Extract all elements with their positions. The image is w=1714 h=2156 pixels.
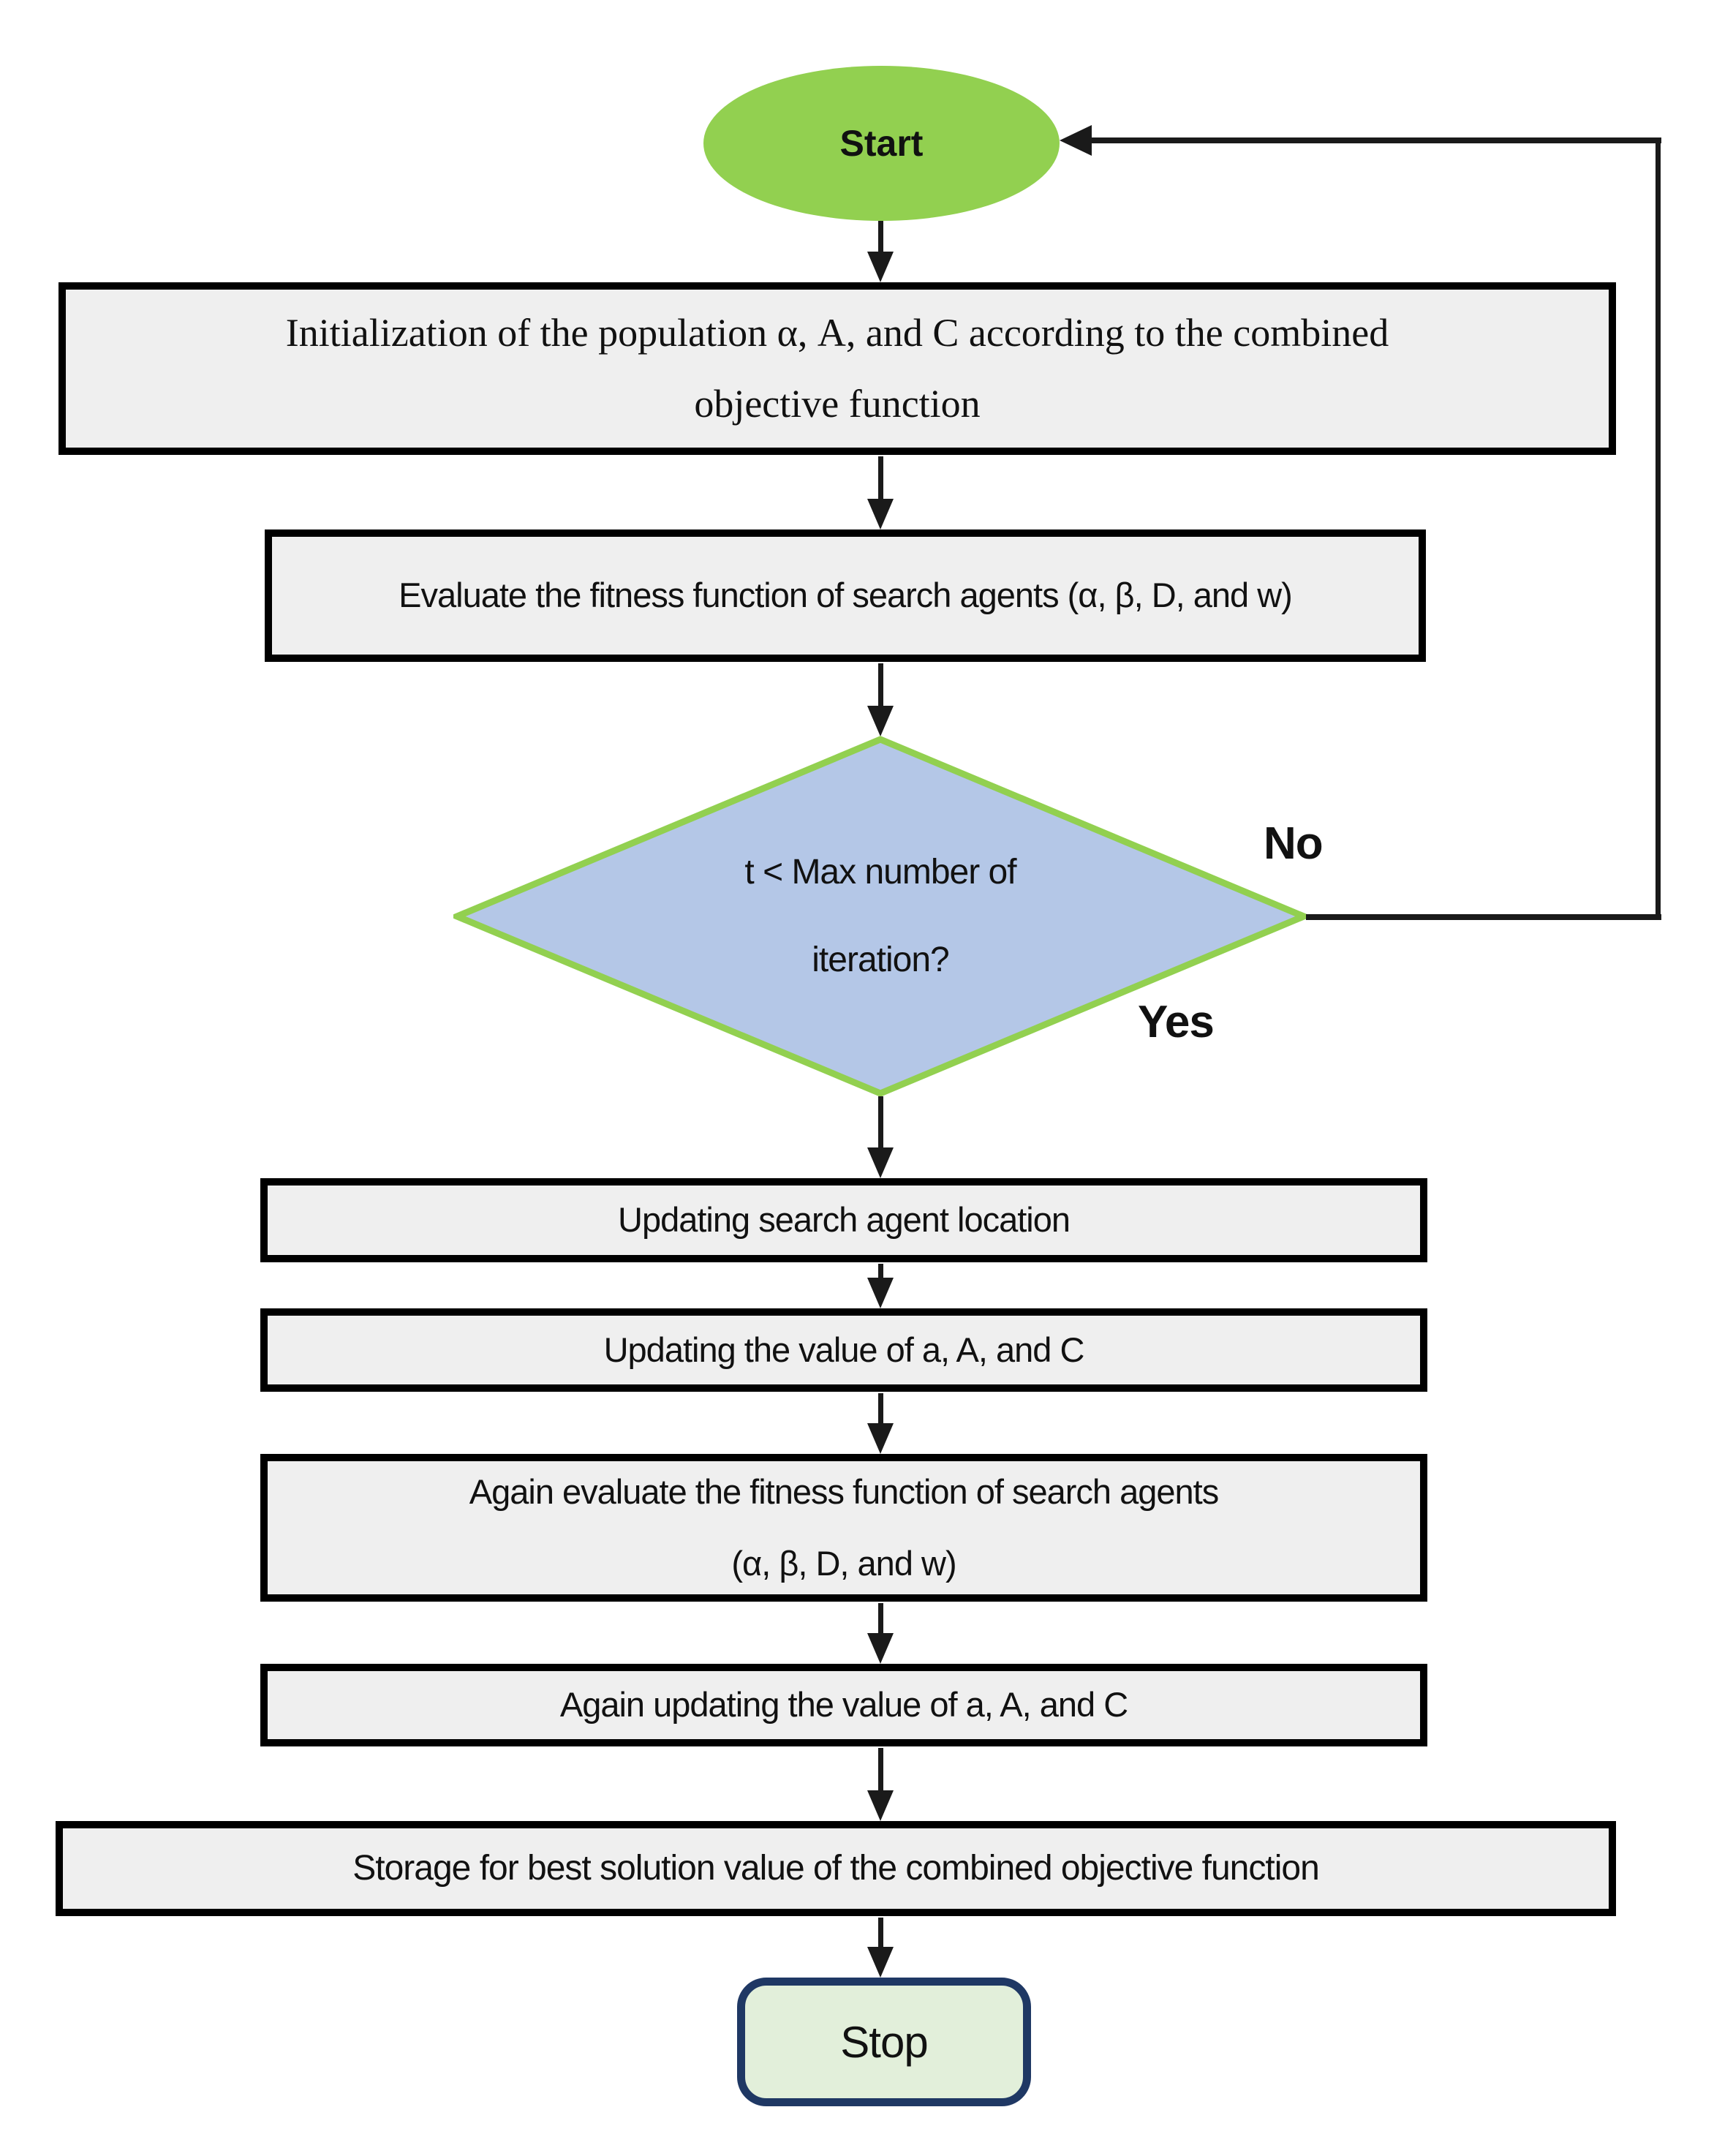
arrow-update-values-to-again-evaluate-head xyxy=(867,1423,894,1454)
stop-label: Stop xyxy=(840,2017,928,2067)
process-again-evaluate-line2: (α, β, D, and w) xyxy=(731,1544,956,1583)
decision-label-line2: iteration? xyxy=(812,941,949,979)
arrow-storage-to-stop-line xyxy=(878,1918,883,1948)
process-update-values: Updating the value of a, A, and C xyxy=(260,1308,1427,1392)
process-evaluate-fitness-text: Evaluate the fitness function of search … xyxy=(399,576,1293,615)
decision-diamond-shape xyxy=(453,736,1307,1097)
process-again-evaluate: Again evaluate the fitness function of s… xyxy=(260,1454,1427,1602)
decision-label-line1: t < Max number of xyxy=(744,853,1016,892)
yes-branch-label: Yes xyxy=(1138,997,1215,1047)
process-storage-text: Storage for best solution value of the c… xyxy=(352,1849,1320,1888)
process-storage: Storage for best solution value of the c… xyxy=(56,1821,1616,1916)
no-feedback-line-vertical xyxy=(1656,137,1661,920)
arrow-again-evaluate-to-again-update-head xyxy=(867,1633,894,1664)
arrow-decision-to-update-location-line xyxy=(878,1096,883,1147)
arrow-evaluate-to-decision-head xyxy=(867,706,894,736)
process-initialization-line1: Initialization of the population α, A, a… xyxy=(285,310,1389,355)
no-feedback-line-top xyxy=(1090,137,1661,143)
arrow-storage-to-stop-head xyxy=(867,1947,894,1978)
arrow-update-location-to-update-values-head xyxy=(867,1278,894,1308)
stop-node: Stop xyxy=(737,1978,1031,2106)
arrow-again-update-to-storage-head xyxy=(867,1790,894,1821)
process-update-values-text: Updating the value of a, A, and C xyxy=(603,1330,1085,1369)
process-initialization: Initialization of the population α, A, a… xyxy=(58,282,1616,455)
arrow-evaluate-to-decision-line xyxy=(878,663,883,706)
no-feedback-line-bottom xyxy=(1306,914,1661,920)
process-evaluate-fitness: Evaluate the fitness function of search … xyxy=(265,529,1426,662)
process-again-update: Again updating the value of a, A, and C xyxy=(260,1664,1427,1746)
arrow-update-location-to-update-values-line xyxy=(878,1264,883,1278)
arrow-again-update-to-storage-line xyxy=(878,1748,883,1790)
arrow-decision-to-update-location-head xyxy=(867,1147,894,1178)
arrow-init-to-evaluate-line xyxy=(878,456,883,499)
arrow-init-to-evaluate-head xyxy=(867,499,894,529)
process-again-evaluate-line1: Again evaluate the fitness function of s… xyxy=(469,1472,1219,1512)
process-update-location-text: Updating search agent location xyxy=(618,1200,1071,1240)
process-initialization-line2: objective function xyxy=(694,382,981,426)
start-label: Start xyxy=(839,123,924,164)
no-branch-label: No xyxy=(1264,818,1324,869)
arrow-update-values-to-again-evaluate-line xyxy=(878,1393,883,1424)
decision-label: t < Max number of iteration? xyxy=(453,736,1307,1097)
arrow-again-evaluate-to-again-update-line xyxy=(878,1603,883,1634)
process-again-update-text: Again updating the value of a, A, and C xyxy=(559,1685,1128,1725)
process-update-location: Updating search agent location xyxy=(260,1178,1427,1262)
no-feedback-arrowhead xyxy=(1060,125,1092,156)
start-node: Start xyxy=(703,66,1060,221)
arrow-start-to-init-head xyxy=(867,252,894,282)
decision-node: t < Max number of iteration? xyxy=(453,736,1307,1097)
arrow-start-to-init-line xyxy=(878,221,883,253)
